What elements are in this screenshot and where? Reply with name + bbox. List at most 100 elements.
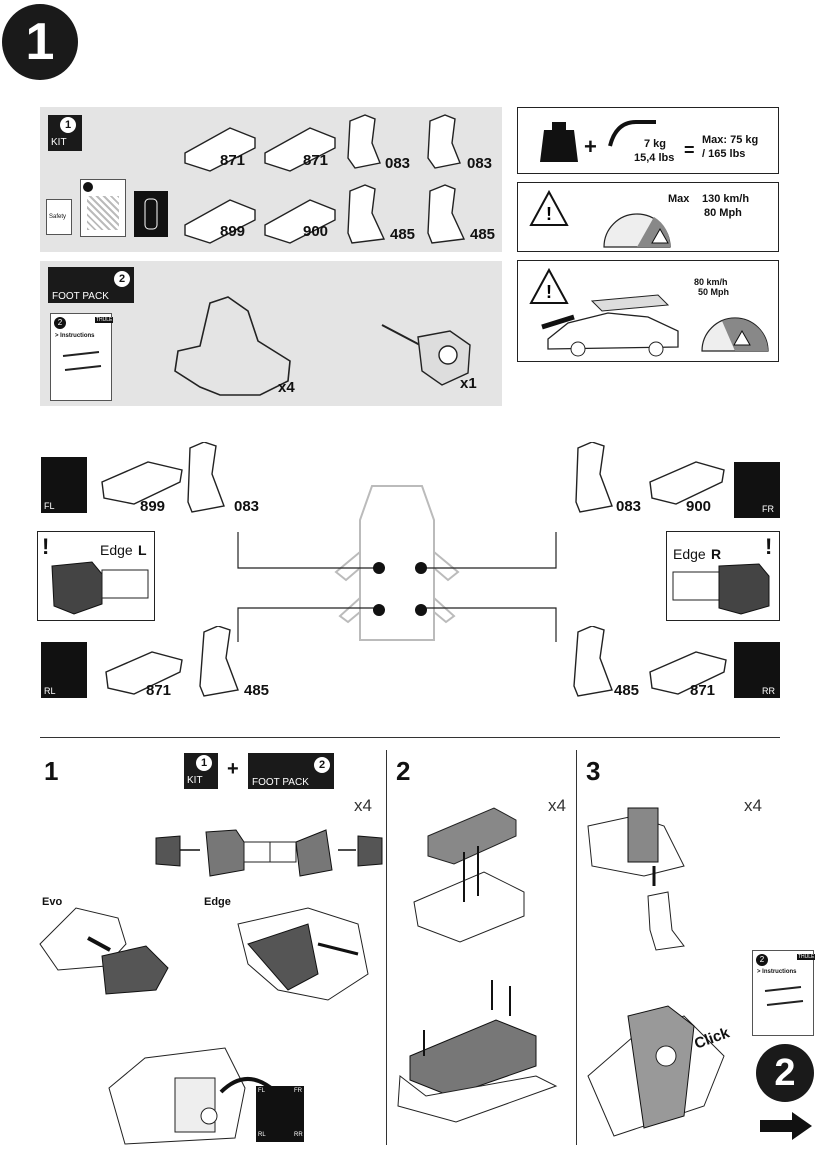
footpack-badge: 2 FOOT PACK — [48, 267, 134, 303]
bracket-083-b — [427, 114, 461, 169]
car-map-thumb — [134, 191, 168, 237]
warning-triangle-icon: ! — [529, 267, 569, 304]
rl-parts-drawing — [105, 626, 239, 697]
corner-rl: RL — [41, 642, 87, 698]
bracket-insert-drawing — [587, 807, 685, 951]
kit-part-label: 083 — [385, 155, 411, 172]
edge-r-box: ! Edge R — [666, 531, 780, 621]
fr-parts-drawing — [575, 442, 725, 513]
edge-r-text: Edge — [673, 546, 706, 562]
key-drawing — [381, 324, 471, 386]
speed-warning-box: ! Max 130 km/h 80 Mph — [517, 182, 779, 252]
booklet-number: 2 — [54, 317, 66, 329]
pad-871-b — [264, 127, 336, 172]
max-load-lbs: / 165 lbs — [702, 148, 746, 160]
fl-bracket-label: 083 — [234, 498, 260, 515]
bracket-click-drawing — [587, 1005, 725, 1137]
corner-fl: FL — [41, 457, 87, 513]
speed-max-label: Max — [668, 193, 690, 205]
corner-rr: RR — [734, 642, 780, 698]
fl-pad-label: 899 — [140, 498, 166, 515]
kit-part-label: 485 — [470, 226, 496, 243]
edge-r-side: R — [711, 546, 722, 562]
warning-triangle-icon: ! — [529, 189, 569, 226]
footpack-panel: 2 FOOT PACK 2 THULE > Instructions x4 x1 — [40, 261, 502, 406]
rr-parts-drawing — [573, 626, 727, 697]
map-corner-label: RL — [258, 1132, 266, 1138]
next-instructions-booklet: 2 THULE > Instructions — [752, 950, 816, 1036]
roof-bar-icon — [608, 120, 656, 147]
evo-foot-drawing — [39, 907, 169, 995]
speed2-kmh: 80 km/h — [694, 277, 728, 287]
edge-l-side: L — [138, 542, 147, 558]
kit-badge-number: 1 — [60, 117, 76, 133]
next-page-arrow-icon — [760, 1112, 812, 1140]
foot-quantity: x4 — [278, 379, 295, 396]
footpack-badge-label: FOOT PACK — [252, 777, 309, 788]
step-2-number: 2 — [396, 756, 411, 786]
fl-parts-drawing — [101, 442, 225, 513]
foot-key-install-drawing — [108, 1047, 273, 1145]
kit-part-label: 485 — [390, 226, 416, 243]
corner-label: FR — [762, 504, 774, 514]
kit-badge: 1 KIT — [48, 115, 82, 151]
footpack-badge-label: FOOT PACK — [52, 291, 109, 302]
equals-sign: = — [684, 140, 695, 160]
booklet-title: > Instructions — [757, 969, 797, 975]
step2-quantity: x4 — [548, 796, 566, 815]
edge-label: Edge — [204, 896, 231, 908]
safety-booklet: Safety — [46, 199, 72, 235]
booklet-number: 2 — [756, 954, 768, 966]
edge-foot-hand-drawing — [237, 907, 369, 1001]
edge-r-alert-icon: ! — [765, 534, 773, 559]
edge-foot-drawing — [51, 561, 149, 615]
kit-badge-label: KIT — [187, 775, 203, 786]
kit-badge-number: 1 — [196, 755, 212, 771]
column-divider — [386, 750, 387, 1145]
map-corner-label: FR — [294, 1088, 302, 1094]
footpack-instruction-booklet: 2 THULE > Instructions — [50, 313, 114, 401]
corner-fr: FR — [734, 462, 780, 518]
rl-pad-label: 871 — [146, 682, 172, 699]
car-with-load-drawing — [541, 294, 679, 357]
svg-text:!: ! — [546, 282, 552, 302]
evo-label: Evo — [42, 896, 63, 908]
step1-footpack-badge: 2 FOOT PACK — [248, 753, 334, 789]
edge-l-box: ! Edge L — [37, 531, 155, 621]
map-corner-label: FL — [258, 1088, 266, 1094]
kit-part-label: 083 — [467, 155, 493, 172]
rr-bracket-label: 485 — [614, 682, 640, 699]
edge-l-alert-icon: ! — [42, 534, 50, 559]
pad-insert-drawing — [413, 807, 525, 943]
page-number: 1 — [25, 13, 55, 71]
speed-mph: 80 Mph — [704, 207, 742, 219]
speed-kmh: 130 km/h — [702, 193, 750, 205]
pad-900 — [264, 199, 336, 244]
booklet-title: > Instructions — [55, 333, 95, 339]
step1-map-icon: FL FR RL RR — [256, 1086, 304, 1142]
safety-booklet-label: Safety — [49, 214, 67, 220]
car-top-view — [237, 485, 557, 642]
bracket-083-a — [347, 114, 381, 169]
corner-label: RR — [762, 686, 775, 696]
pad-press-drawing — [397, 980, 558, 1123]
kit-part-label: 900 — [303, 223, 329, 240]
next-page-badge: 2 — [756, 1044, 814, 1102]
svg-text:!: ! — [546, 204, 552, 224]
map-corner-label: RR — [294, 1132, 303, 1138]
speed2-mph: 50 Mph — [698, 287, 730, 297]
bracket-485-a — [347, 184, 386, 244]
kit-part-label: 899 — [220, 223, 246, 240]
kit-parts-drawing — [184, 114, 466, 244]
load-lbs: 15,4 lbs — [634, 152, 675, 164]
page-number-badge: 1 — [2, 4, 78, 80]
kit-panel: 1 KIT Safety — [40, 107, 502, 252]
step1-quantity: x4 — [354, 796, 372, 815]
booklet-brand: THULE — [797, 954, 816, 960]
rl-bracket-label: 485 — [244, 682, 270, 699]
max-load-kg: Max: 75 kg — [702, 134, 759, 146]
foot-drawing — [174, 296, 291, 396]
rr-pad-label: 871 — [690, 682, 716, 699]
step1-kit-badge: 1 KIT — [184, 753, 218, 789]
edge-foot-drawing — [672, 563, 770, 615]
